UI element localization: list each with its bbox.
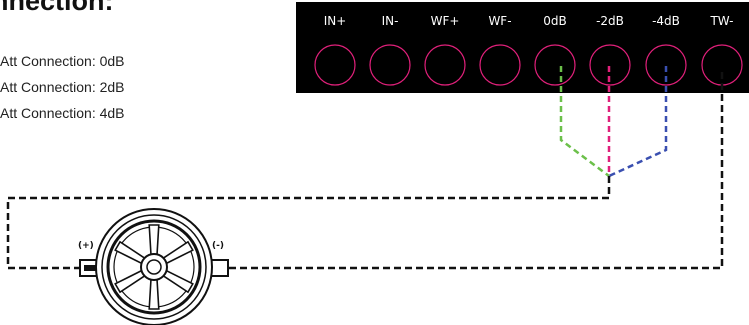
speaker-negative-label: (-) — [212, 241, 224, 251]
terminal-neg-2db — [589, 44, 631, 86]
terminal-label: 0dB — [543, 14, 566, 28]
wire-4db — [608, 66, 668, 178]
speaker-positive-label: (+) — [78, 241, 94, 251]
terminal-inneg- — [369, 44, 411, 86]
speaker-spoke — [148, 278, 160, 310]
terminal-inneg-pos — [314, 44, 356, 86]
legend-item-2db: Att Connection: 2dB — [0, 79, 125, 95]
terminal-neg-4db — [645, 44, 687, 86]
legend-item-0db: Att Connection: 0dB — [0, 53, 125, 69]
legend-item-4db: Att Connection: 4dB — [0, 105, 125, 121]
terminal-wfneg- — [479, 44, 521, 86]
wire-positive — [6, 176, 611, 270]
terminal-label: WF- — [488, 14, 511, 28]
page-title: nnection: — [0, 0, 114, 16]
attenuation-legend: Att Connection: 0dB Att Connection: 2dB … — [0, 48, 125, 126]
speaker-icon — [95, 208, 213, 325]
terminal-block — [296, 2, 749, 93]
terminal-label: -2dB — [596, 14, 624, 28]
terminal-label: WF+ — [431, 14, 460, 28]
wire-negative — [228, 72, 724, 270]
terminal-label: -4dB — [652, 14, 680, 28]
terminal-label: IN+ — [324, 14, 347, 28]
wire-0db — [559, 66, 610, 177]
terminal-0db — [534, 44, 576, 86]
terminal-label: IN- — [382, 14, 399, 28]
terminal-label: TW- — [709, 14, 733, 28]
speaker-spoke — [148, 224, 160, 256]
terminal-wfneg-pos — [424, 44, 466, 86]
